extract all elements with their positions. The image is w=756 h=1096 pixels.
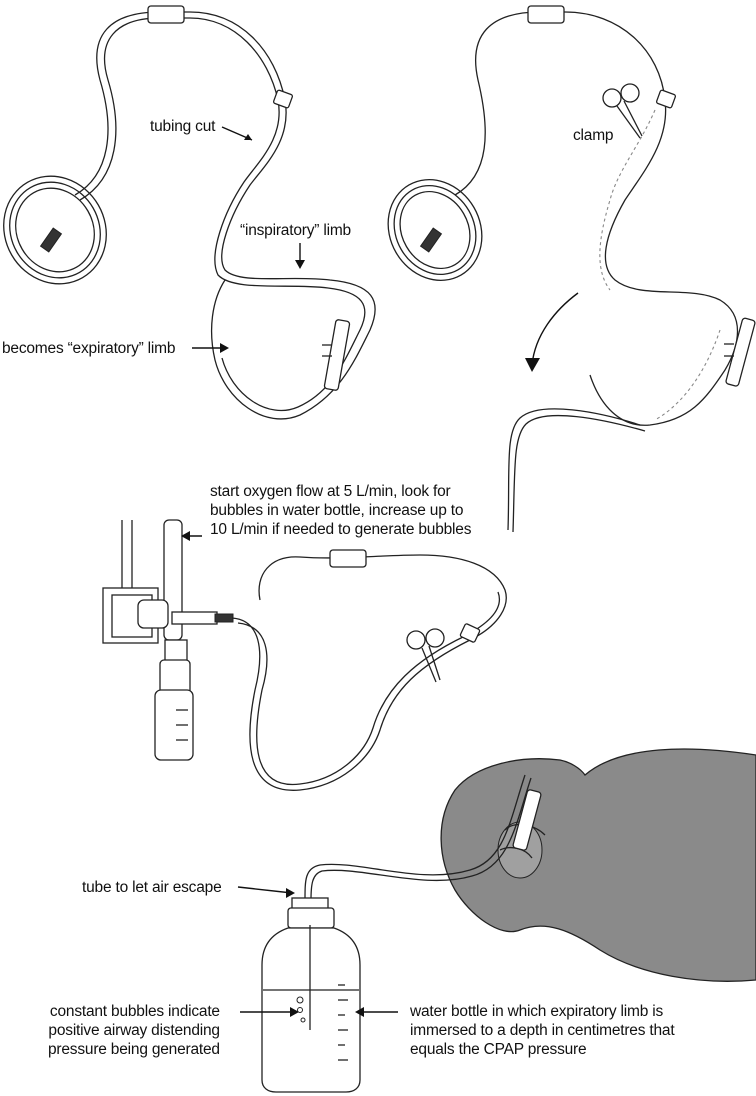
water-bottle-line-1: water bottle in which expiratory limb is [410, 1003, 664, 1020]
label-clamp: clamp [573, 127, 614, 144]
oxygen-flow-line-2: bubbles in water bottle, increase up to [210, 502, 464, 519]
label-inspiratory-limb: “inspiratory” limb [240, 222, 351, 239]
bubbles-line-1: constant bubbles indicate [49, 1003, 220, 1020]
label-water-bottle: water bottle in which expiratory limb is… [410, 1002, 675, 1059]
label-tube-air-escape: tube to let air escape [82, 879, 222, 896]
flowmeter [102, 519, 234, 761]
nasal-prongs-1 [322, 319, 351, 391]
infant-illustration [440, 748, 756, 982]
oxygen-flow-line-3: 10 L/min if needed to generate bubbles [210, 521, 472, 538]
panel-1-cannula [3, 5, 376, 420]
panel-3-setup [102, 519, 756, 1093]
water-bottle-line-2: immersed to a depth in centimetres that [410, 1022, 675, 1039]
air-escape-arrow [237, 886, 293, 894]
curved-arrow [531, 292, 579, 366]
label-becomes-expiratory: becomes “expiratory” limb [2, 340, 176, 357]
coiled-tubing-left [3, 175, 107, 285]
oxygen-flow-line-1: start oxygen flow at 5 L/min, look for [210, 483, 451, 500]
water-bottle-line-3: equals the CPAP pressure [410, 1041, 587, 1058]
coiled-tubing-right [387, 179, 483, 281]
bubbles-line-2: positive airway distending [48, 1022, 220, 1039]
label-tubing-cut: tubing cut [150, 118, 216, 135]
water-bottle [261, 897, 361, 1093]
label-oxygen-flow: start oxygen flow at 5 L/min, look for b… [210, 482, 471, 539]
bubbles-line-3: pressure being generated [48, 1041, 220, 1058]
tubing-connector [147, 5, 185, 24]
nasal-prongs-2 [724, 317, 756, 387]
clamp-icon-2 [406, 628, 445, 683]
label-constant-bubbles: constant bubbles indicate positive airwa… [48, 1002, 220, 1059]
panel-2-clamped [387, 5, 756, 533]
clamp-icon [602, 83, 643, 139]
